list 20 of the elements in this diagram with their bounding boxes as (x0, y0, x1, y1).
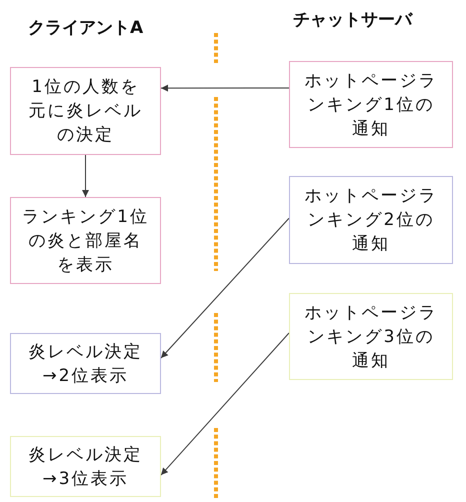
arrow (160, 84, 290, 92)
arrow (160, 332, 290, 476)
step-text: 1位の人数を元に炎レベルの決定 (28, 76, 144, 147)
process-box (10, 197, 161, 284)
arrow (82, 154, 89, 198)
column-heading: チャットサーバ (293, 9, 412, 31)
step-text: 炎レベル決定→3位表示 (28, 444, 144, 490)
process-box (10, 67, 161, 155)
process-box (289, 61, 453, 148)
step-text: 炎レベル決定→2位表示 (28, 340, 144, 388)
step-text: ホットページランキング3位の通知 (304, 302, 438, 372)
column-heading: クライアントA (28, 17, 144, 39)
step-text: ホットページランキング1位の通知 (304, 70, 438, 140)
step-text: ランキング1位の炎と部屋名を表示 (21, 206, 150, 276)
step-text: ホットページランキング2位の通知 (304, 185, 438, 256)
process-box (10, 333, 161, 394)
process-box (10, 436, 161, 497)
arrow (160, 218, 290, 358)
process-box (289, 293, 453, 380)
process-box (289, 176, 453, 264)
